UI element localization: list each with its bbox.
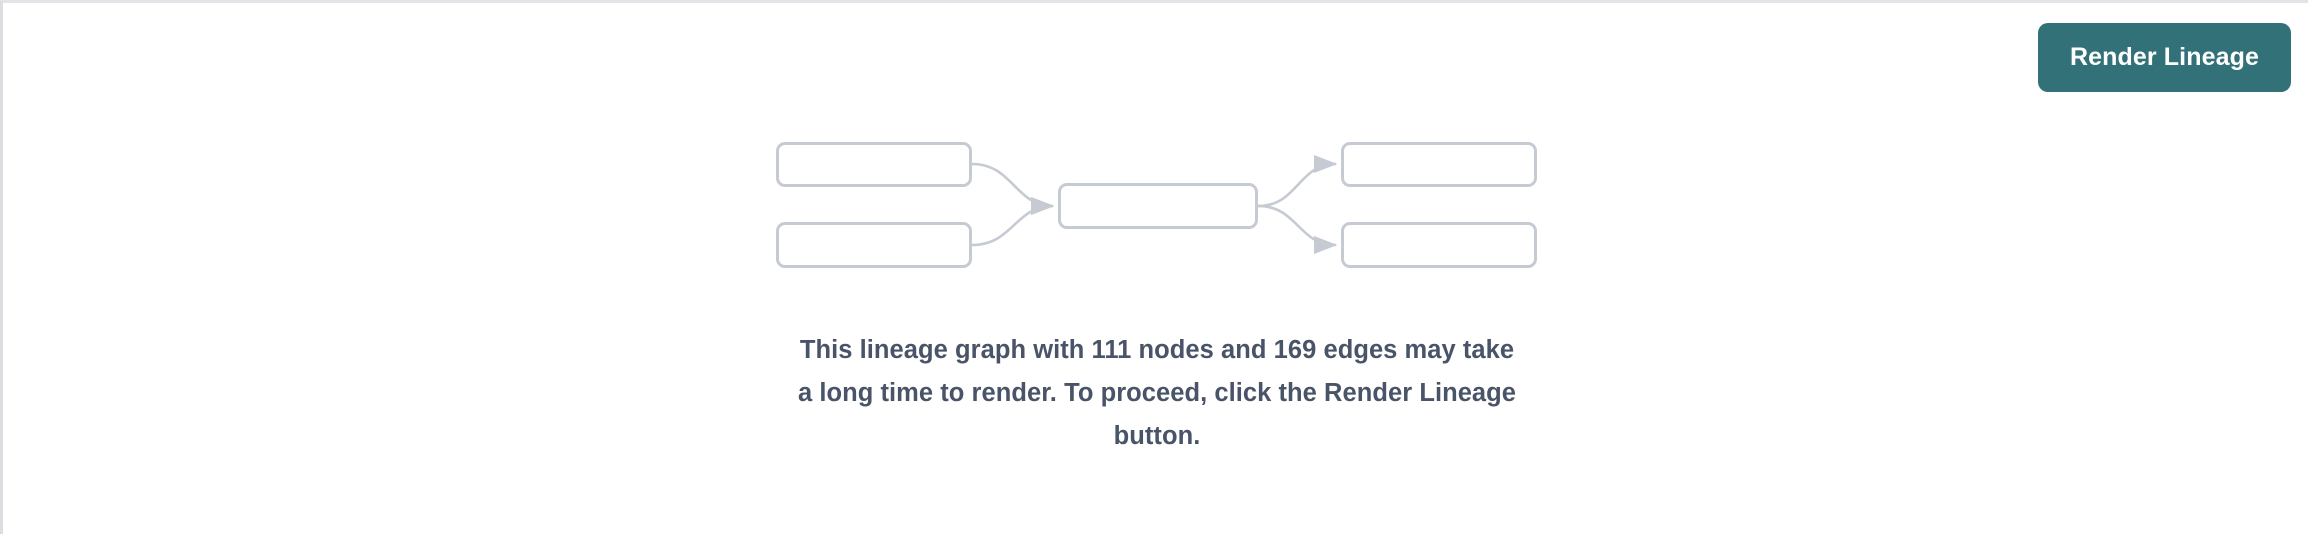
render-lineage-button[interactable]: Render Lineage bbox=[2038, 23, 2291, 92]
graph-edge-source1-center bbox=[971, 162, 1055, 216]
graph-node-target-2 bbox=[1341, 222, 1537, 268]
graph-node-center bbox=[1058, 183, 1258, 229]
graph-node-source-1 bbox=[776, 142, 972, 187]
placeholder-lineage-graph bbox=[3, 3, 2308, 313]
warning-line-3: button. bbox=[1113, 422, 1201, 450]
lineage-warning-message: This lineage graph with 111 nodes and 16… bbox=[3, 329, 2308, 458]
graph-edge-source2-center bbox=[971, 196, 1055, 247]
graph-node-target-1 bbox=[1341, 142, 1537, 187]
graph-edge-center-target1 bbox=[1257, 154, 1338, 208]
warning-line-2: a long time to render. To proceed, click… bbox=[797, 379, 1517, 407]
graph-node-source-2 bbox=[776, 222, 972, 268]
graph-edge-center-target2 bbox=[1257, 204, 1338, 255]
graph-edges bbox=[971, 154, 1338, 255]
warning-line-1: This lineage graph with 111 nodes and 16… bbox=[799, 336, 1515, 364]
